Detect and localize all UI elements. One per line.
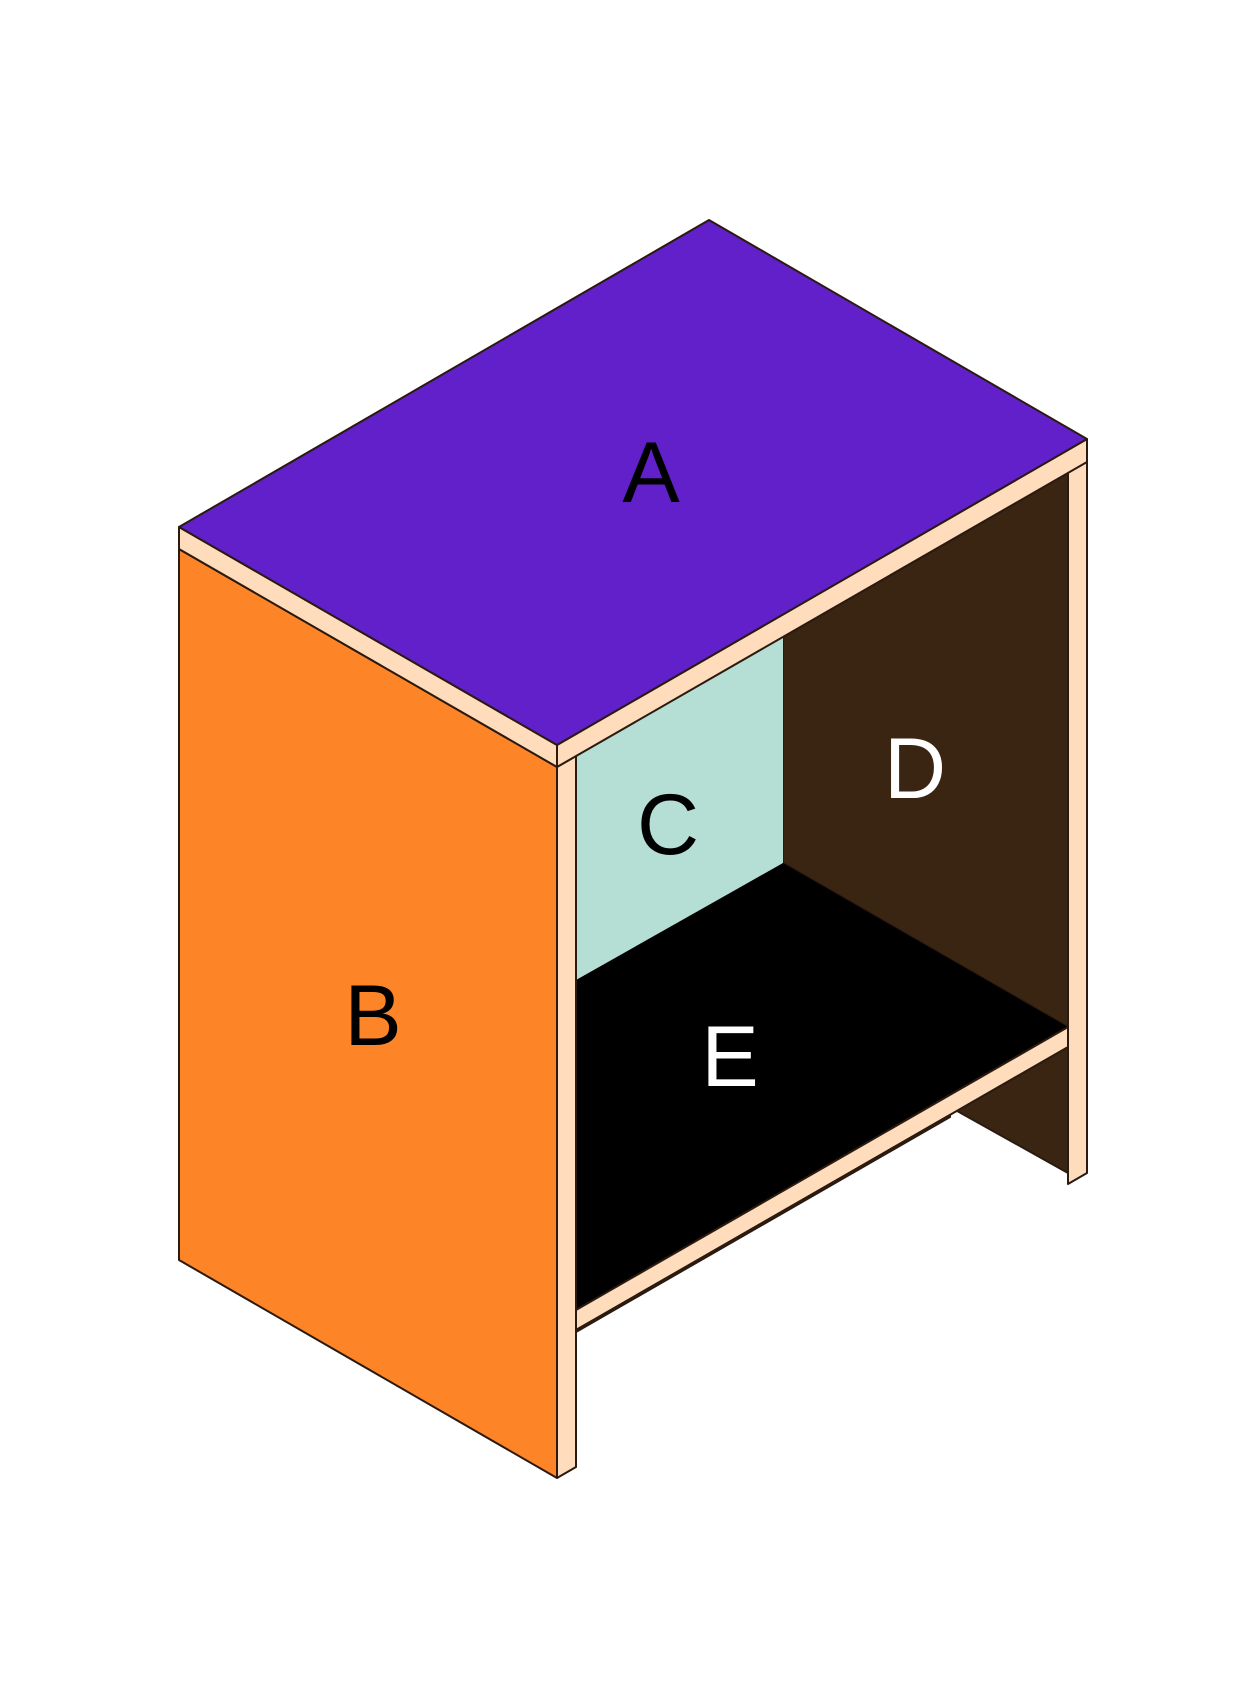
label-a: A xyxy=(622,425,680,521)
label-d: D xyxy=(884,721,946,817)
panel-e-shelf xyxy=(576,863,1068,1310)
label-b: B xyxy=(344,968,401,1064)
panel-c-back-left xyxy=(576,637,783,980)
right-side-edge xyxy=(1067,450,1088,1185)
label-c: C xyxy=(637,777,699,873)
left-side-front-edge xyxy=(556,755,577,1479)
label-e: E xyxy=(701,1009,758,1105)
panel-a-top xyxy=(178,219,1088,746)
